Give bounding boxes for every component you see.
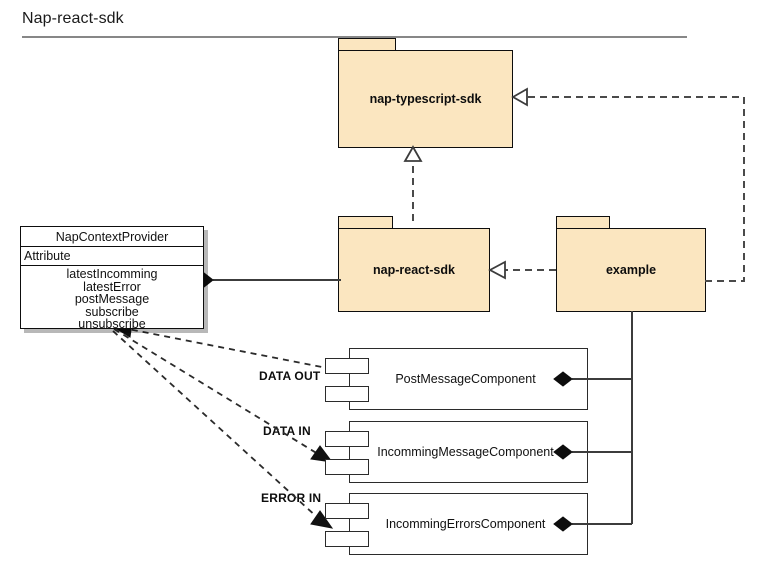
class-member: unsubscribe [78, 317, 146, 332]
class-member-list: latestIncomming latestError postMessage … [21, 266, 203, 331]
component-label: IncommingErrorsComponent [385, 517, 546, 531]
package-label: nap-typescript-sdk [369, 92, 482, 106]
package-body: nap-typescript-sdk [338, 50, 513, 148]
edge-data-out [127, 328, 333, 370]
package-nap-typescript-sdk[interactable]: nap-typescript-sdk [338, 38, 513, 148]
arrowhead-typescript-sdk-bottom [403, 145, 423, 162]
component-body: IncommingErrorsComponent [349, 493, 588, 555]
component-label: PostMessageComponent [395, 372, 536, 386]
component-port-top [325, 358, 369, 374]
class-section-header: Attribute [21, 247, 203, 266]
component-port-top [325, 431, 369, 447]
title-divider [22, 36, 687, 38]
package-label: nap-react-sdk [373, 263, 455, 277]
component-post-message[interactable]: PostMessageComponent [325, 348, 588, 410]
class-name: NapContextProvider [21, 227, 203, 247]
edge-label-data-out: DATA OUT [259, 369, 321, 383]
component-port-bottom [325, 459, 369, 475]
package-tab-icon [338, 38, 396, 51]
page-title: Nap-react-sdk [22, 10, 124, 27]
component-incomming-message[interactable]: IncommingMessageComponent [325, 421, 588, 483]
package-nap-react-sdk[interactable]: nap-react-sdk [338, 216, 490, 312]
class-member: latestError [83, 279, 141, 294]
component-incomming-errors[interactable]: IncommingErrorsComponent [325, 493, 588, 555]
package-tab-icon [338, 216, 393, 229]
arrowhead-react-sdk-right [488, 260, 506, 280]
package-label: example [605, 263, 657, 277]
component-port-bottom [325, 386, 369, 402]
package-example[interactable]: example [556, 216, 706, 312]
edge-label-data-in: DATA IN [263, 424, 311, 438]
class-napcontextprovider[interactable]: NapContextProvider Attribute latestIncom… [20, 226, 204, 331]
component-body: PostMessageComponent [349, 348, 588, 410]
component-body: IncommingMessageComponent [349, 421, 588, 483]
class-member: latestIncomming [66, 267, 158, 281]
package-body: example [556, 228, 706, 312]
component-port-top [325, 503, 369, 519]
package-body: nap-react-sdk [338, 228, 490, 312]
class-member: postMessage [74, 292, 150, 307]
class-member: subscribe [85, 304, 139, 319]
arrowhead-typescript-sdk-left [511, 87, 528, 107]
edge-label-error-in: ERROR IN [261, 491, 322, 505]
component-port-bottom [325, 531, 369, 547]
component-label: IncommingMessageComponent [377, 445, 554, 459]
